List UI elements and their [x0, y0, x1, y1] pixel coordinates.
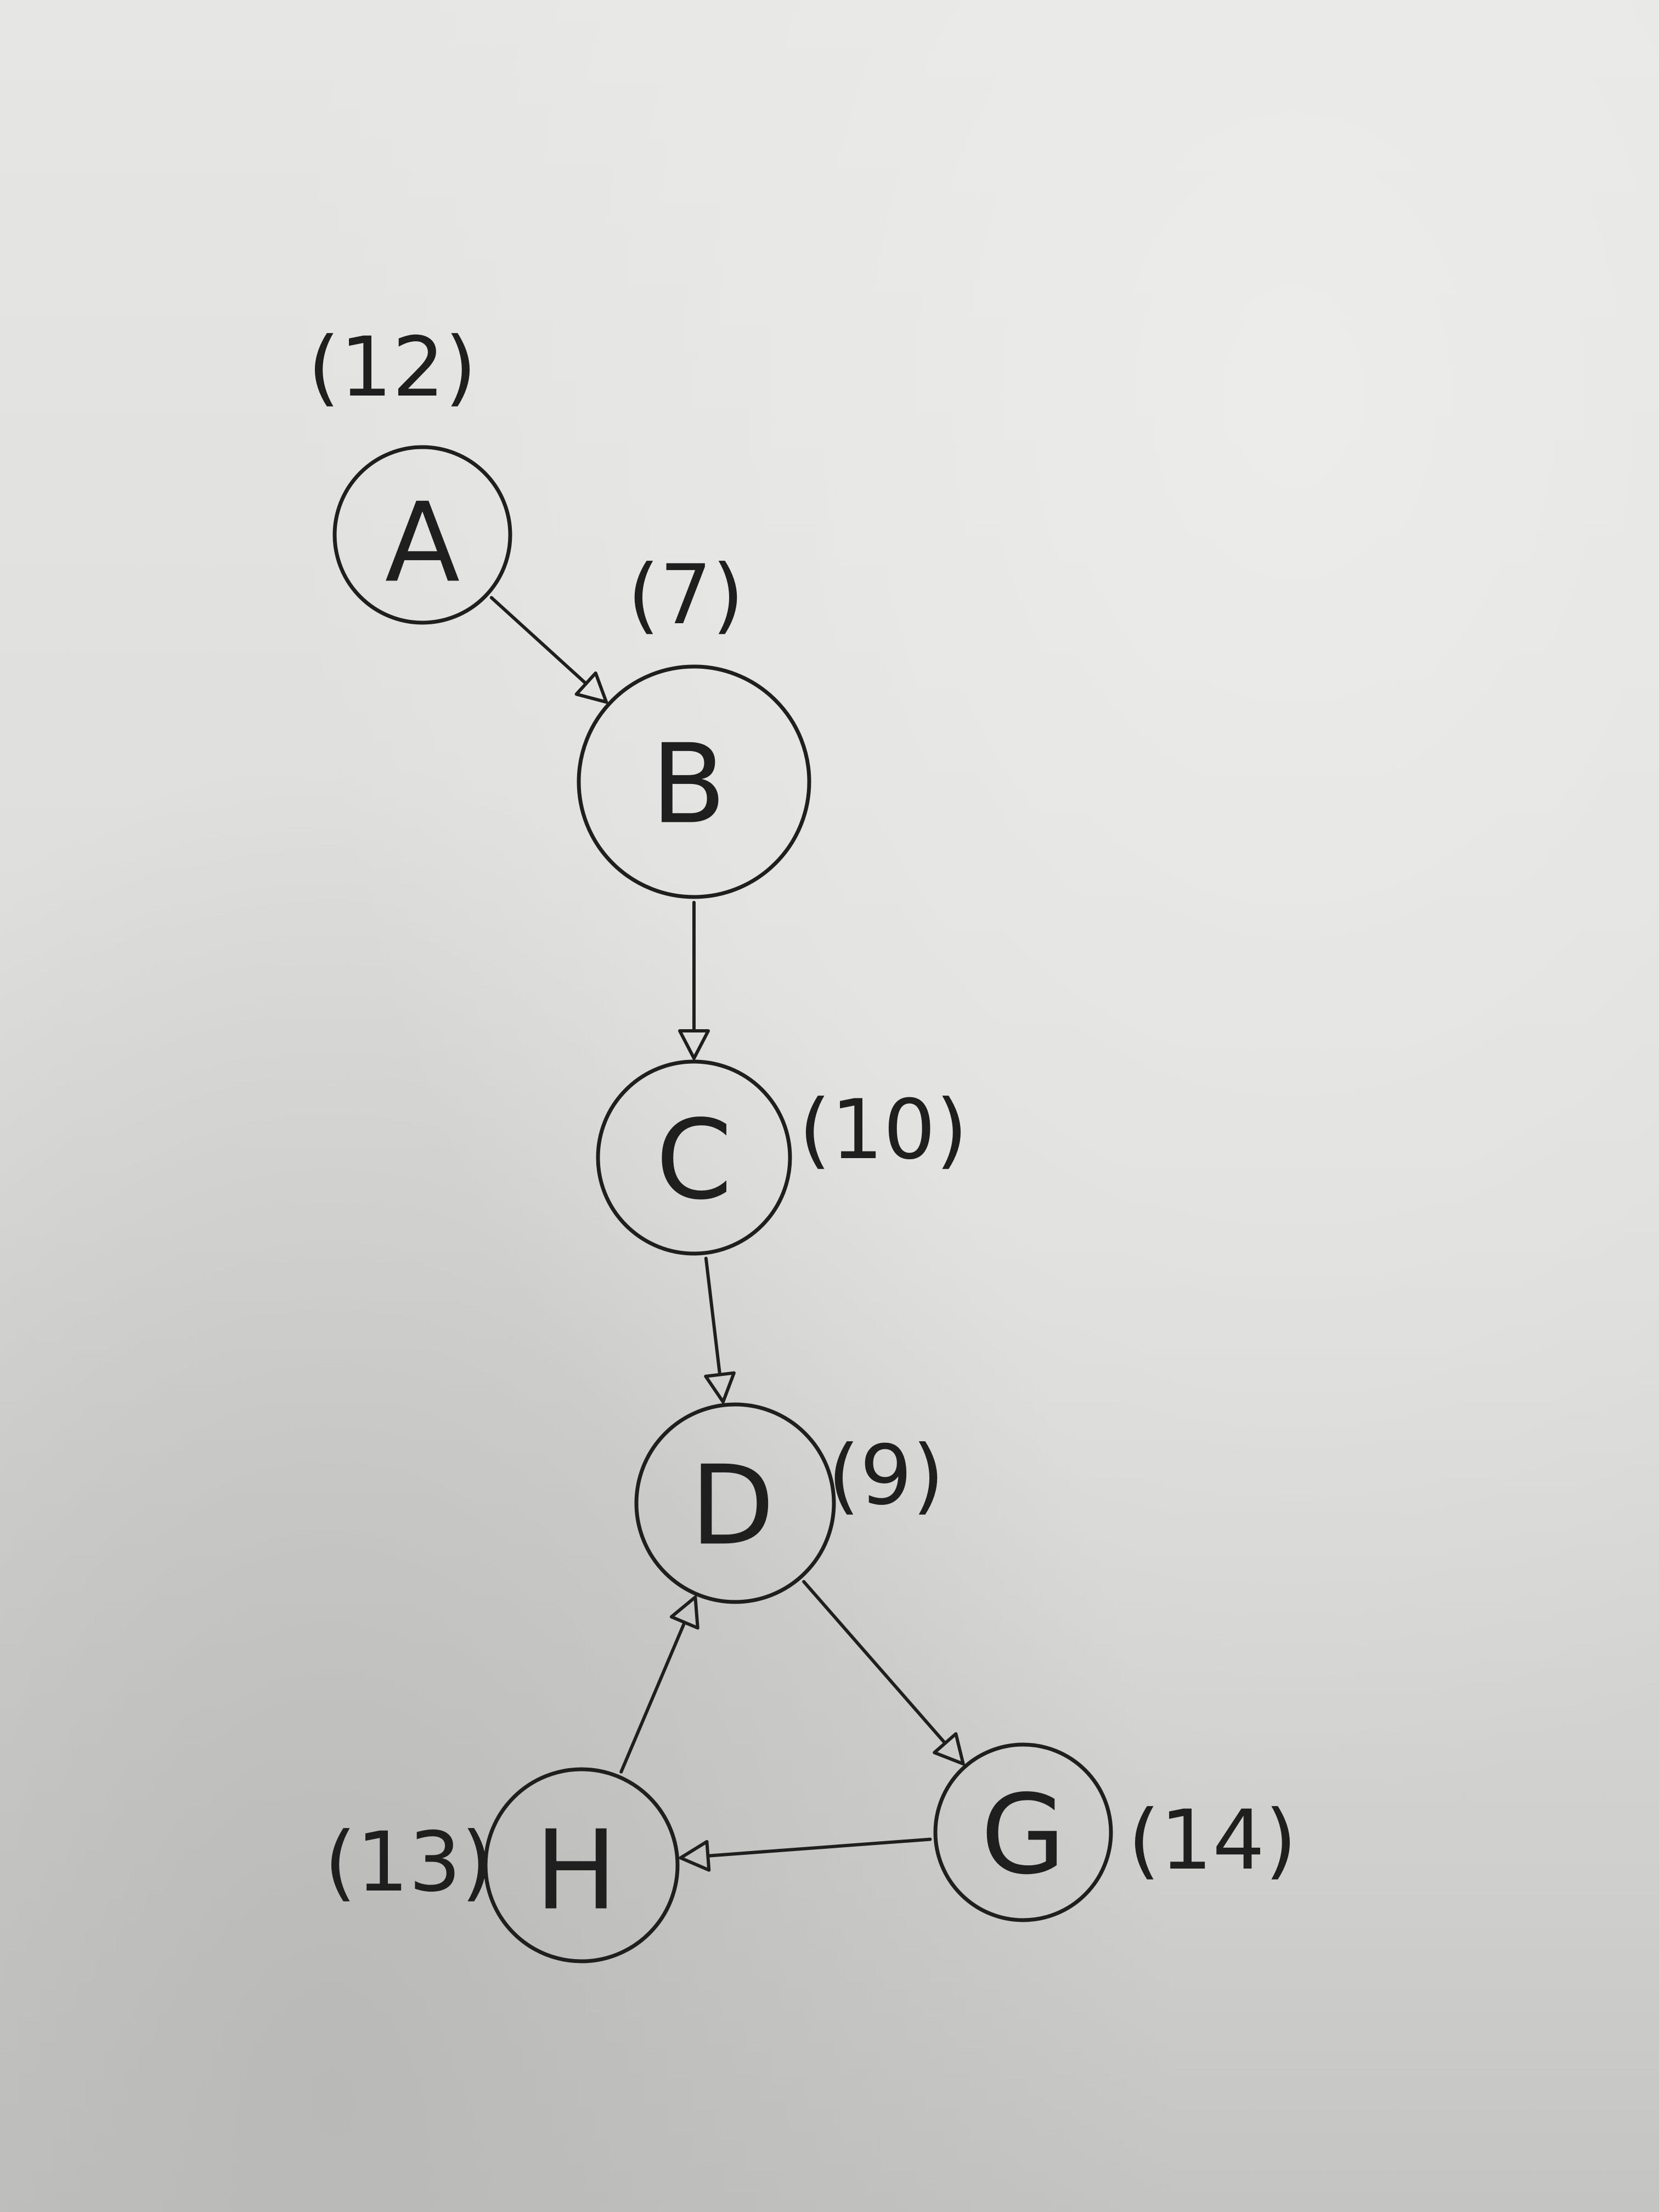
node-a-weight: (12)	[308, 320, 477, 415]
node-g-weight: (14)	[1128, 1793, 1297, 1888]
node-b-weight: (7)	[628, 548, 744, 643]
edge-b-c	[678, 901, 710, 1060]
node-d: D (9)	[634, 1402, 944, 1604]
edge-c-d	[704, 1256, 736, 1404]
node-h: H (13)	[324, 1767, 680, 1963]
edge-g-h-line	[706, 1837, 932, 1858]
node-h-weight: (13)	[324, 1815, 493, 1910]
node-c-weight: (10)	[799, 1082, 968, 1178]
edge-g-h	[679, 1837, 932, 1872]
edge-h-d-arrowhead	[669, 1595, 699, 1630]
node-c: C (10)	[596, 1059, 968, 1256]
node-b-label: B	[651, 721, 726, 849]
edges	[489, 596, 965, 1872]
node-d-weight: (9)	[828, 1428, 944, 1523]
edge-a-b-arrowhead	[574, 671, 608, 704]
node-b-circle	[577, 664, 811, 899]
node-h-label: H	[535, 1807, 617, 1935]
edge-a-b-line	[489, 596, 588, 686]
edge-d-g-arrowhead	[933, 1732, 965, 1766]
edge-a-b	[489, 596, 608, 704]
node-c-circle	[596, 1059, 792, 1256]
node-g-circle	[933, 1742, 1113, 1922]
node-d-label: D	[690, 1442, 775, 1570]
node-a-label: A	[385, 479, 460, 607]
edge-h-d-line	[619, 1621, 686, 1774]
node-a-circle	[332, 445, 512, 625]
node-d-circle	[634, 1402, 836, 1604]
edge-c-d-line	[704, 1256, 722, 1376]
edge-d-g-line	[802, 1579, 947, 1745]
edge-c-d-arrowhead	[704, 1371, 736, 1404]
node-h-circle	[483, 1767, 680, 1963]
node-g-label: G	[981, 1771, 1066, 1899]
node-c-label: C	[656, 1097, 732, 1224]
node-a: A (12)	[308, 320, 512, 625]
node-b: B (7)	[577, 548, 811, 899]
node-g: G (14)	[933, 1742, 1297, 1922]
edge-g-h-arrowhead	[679, 1839, 711, 1872]
edge-b-c-arrowhead	[678, 1029, 710, 1060]
edge-h-d	[619, 1595, 699, 1774]
edge-d-g	[802, 1579, 965, 1766]
